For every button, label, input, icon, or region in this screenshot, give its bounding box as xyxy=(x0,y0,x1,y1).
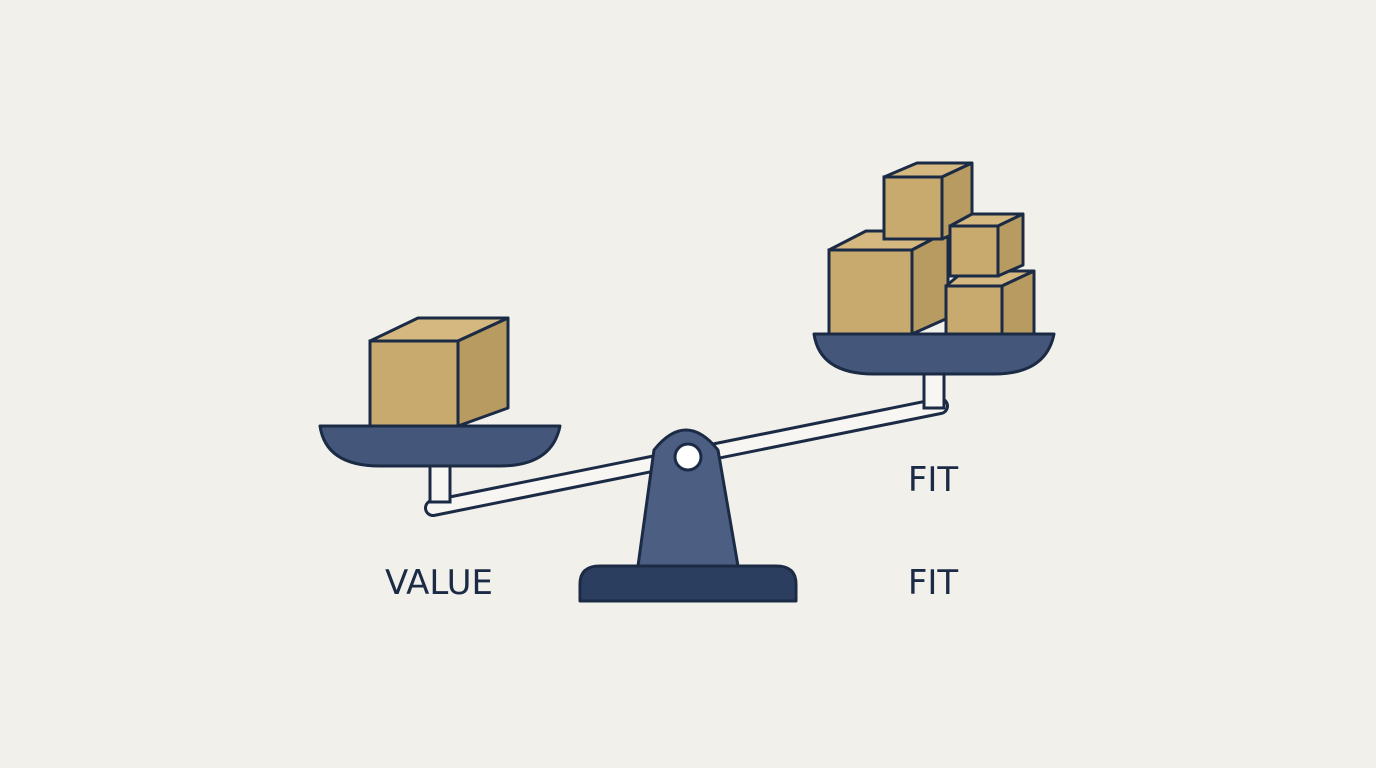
left-pan-post xyxy=(428,460,452,504)
label-fit-upper: FIT xyxy=(908,460,959,500)
right-pan xyxy=(812,332,1056,376)
label-fit-lower: FIT xyxy=(908,563,959,603)
box-icon xyxy=(944,269,1036,336)
box-icon xyxy=(368,316,510,428)
box-icon xyxy=(827,229,950,336)
pivot-hole xyxy=(673,442,703,472)
box-icon xyxy=(882,161,974,241)
box-stack-icon xyxy=(827,161,1036,336)
scale-base xyxy=(578,564,798,603)
label-value: VALUE xyxy=(385,563,493,603)
left-pan xyxy=(318,424,562,468)
fulcrum xyxy=(636,428,740,568)
right-pan-post xyxy=(922,368,946,410)
box-icon xyxy=(948,212,1025,278)
